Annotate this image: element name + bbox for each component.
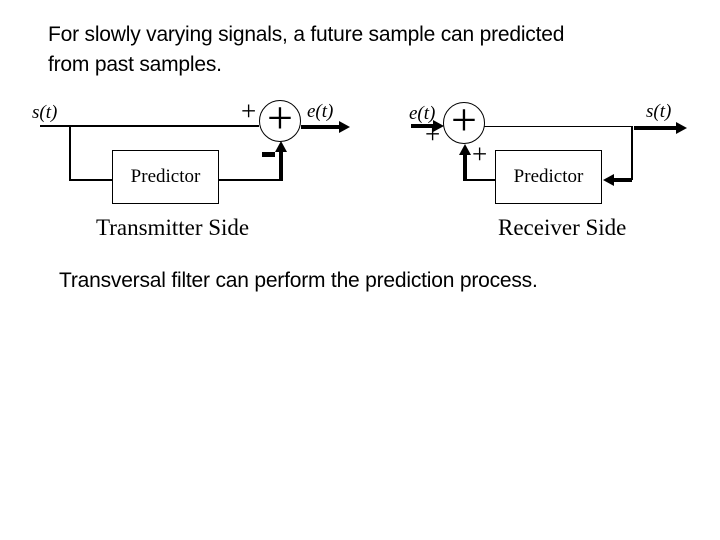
receiver-output-arrowhead-icon <box>676 121 687 134</box>
transmitter-branch-horizontal-line <box>69 179 113 181</box>
transmitter-feedback-arrow-shaft <box>278 150 283 181</box>
receiver-output-signal-label: s(t) <box>646 101 672 122</box>
transmitter-input-line <box>40 125 259 127</box>
receiver-output-line <box>484 125 632 127</box>
transmitter-output-arrowhead-icon <box>339 120 350 133</box>
transmitter-feedback-line <box>219 179 281 181</box>
receiver-input-plus-sign-icon: + <box>425 119 441 149</box>
receiver-predictor-arrowhead-icon <box>458 144 471 155</box>
receiver-predictor-arrow-shaft <box>462 153 467 181</box>
transmitter-output-arrow-shaft <box>301 124 339 129</box>
receiver-sum-plus-icon: + <box>451 94 477 145</box>
receiver-output-arrow-shaft <box>634 125 676 130</box>
receiver-feedback-plus-sign-icon: + <box>472 139 488 169</box>
transmitter-feedback-arrowhead-icon <box>274 141 287 152</box>
receiver-caption: Receiver Side <box>498 215 627 240</box>
receiver-summing-junction <box>443 102 485 144</box>
transmitter-input-plus-sign-icon: + <box>241 96 257 126</box>
receiver-predictor-output-line <box>466 179 495 181</box>
receiver-input-signal-label: e(t) <box>409 103 436 124</box>
receiver-feedback-arrow-shaft <box>614 177 632 182</box>
receiver-predictor-label: Predictor <box>513 166 584 187</box>
receiver-branch-vertical-line <box>631 126 633 180</box>
slide-title: For slowly varying signals, a future sam… <box>48 20 564 80</box>
transmitter-predictor-box: Predictor <box>112 150 219 204</box>
transmitter-feedback-minus-sign-icon <box>262 152 275 157</box>
transmitter-branch-vertical-line <box>69 125 71 180</box>
receiver-feedback-arrowhead-icon <box>603 173 614 186</box>
transmitter-caption: Transmitter Side <box>96 215 250 240</box>
transmitter-predictor-label: Predictor <box>130 166 201 187</box>
title-line-2: from past samples. <box>48 53 222 76</box>
transmitter-summing-junction <box>259 100 301 142</box>
receiver-predictor-box: Predictor <box>495 150 602 204</box>
footer-text: Transversal filter can perform the predi… <box>59 269 538 292</box>
title-line-1: For slowly varying signals, a future sam… <box>48 23 565 46</box>
transmitter-output-signal-label: e(t) <box>307 101 334 122</box>
receiver-input-arrow-shaft <box>411 124 433 128</box>
receiver-input-arrowhead-icon <box>433 120 444 132</box>
transmitter-sum-plus-icon: + <box>267 92 293 143</box>
transmitter-input-signal-label: s(t) <box>32 102 58 123</box>
